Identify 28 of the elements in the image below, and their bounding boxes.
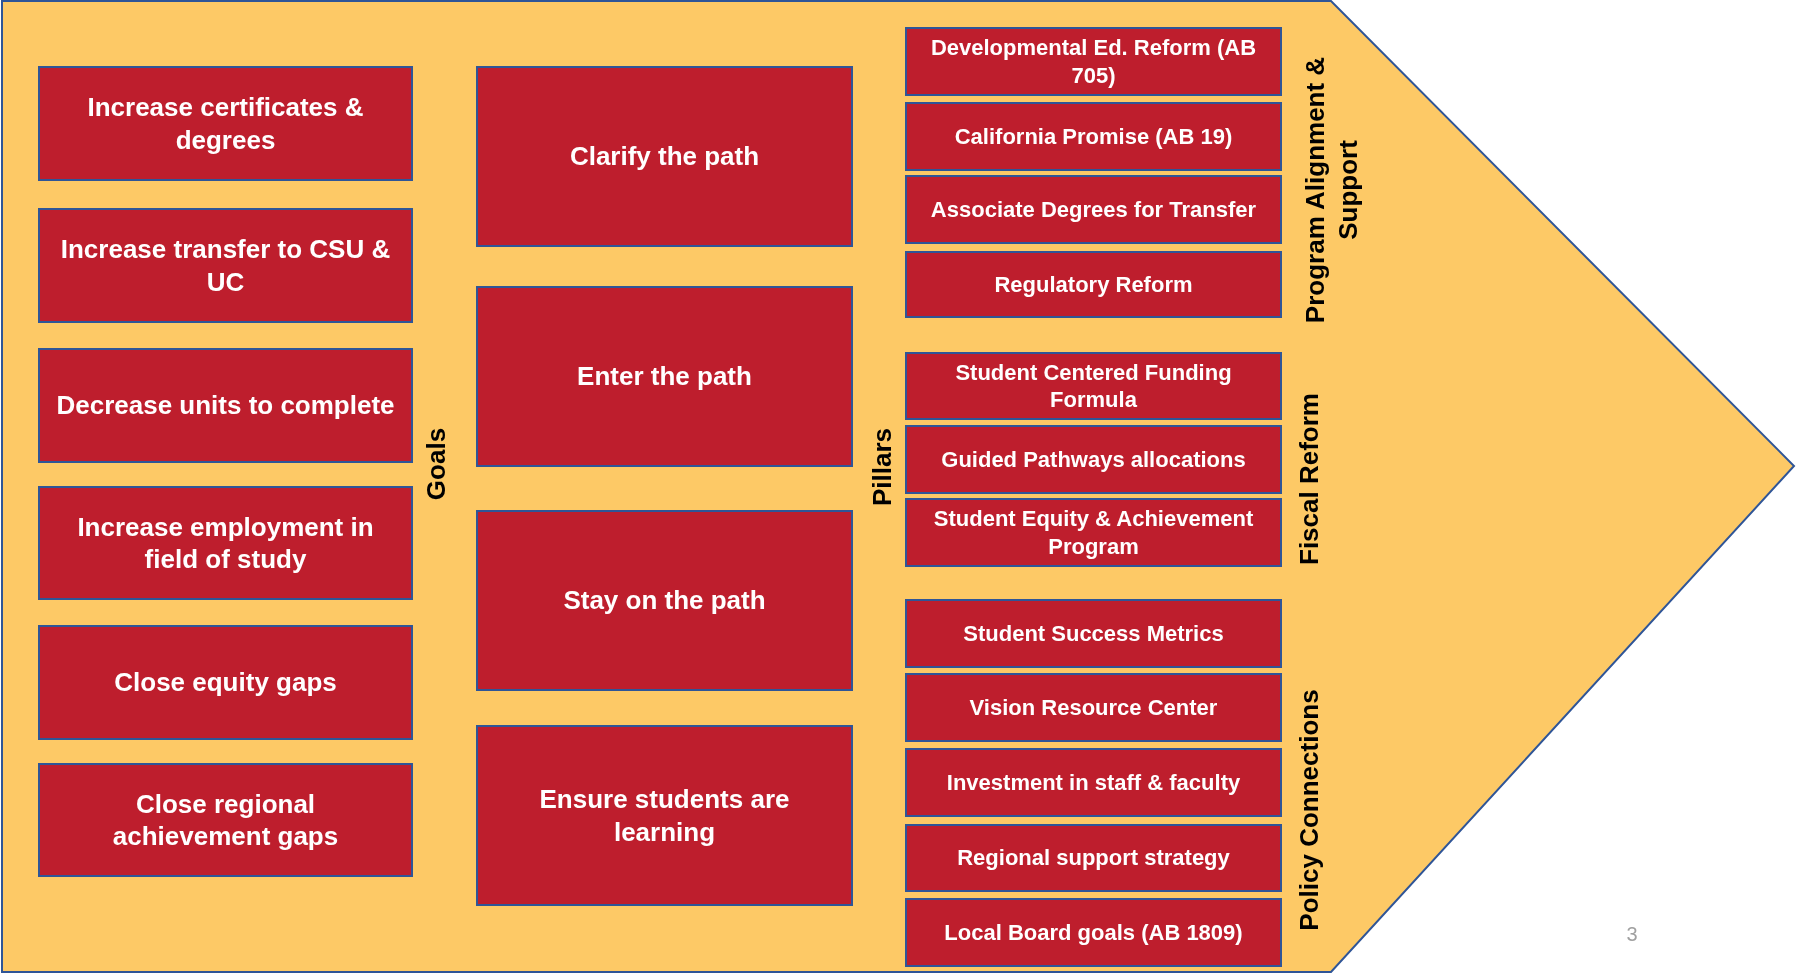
section-label: Policy Connections <box>1292 688 1325 933</box>
goal-box: Decrease units to complete <box>38 348 413 463</box>
goal-box: Regulatory Reform <box>905 251 1282 318</box>
goal-box: Close regional achievement gaps <box>38 763 413 877</box>
goal-box: Enter the path <box>476 286 853 467</box>
goal-box: Investment in staff & faculty <box>905 748 1282 817</box>
goal-box: Close equity gaps <box>38 625 413 740</box>
goal-box: Vision Resource Center <box>905 673 1282 742</box>
goal-box: Guided Pathways allocations <box>905 425 1282 494</box>
goal-box: Developmental Ed. Reform (AB 705) <box>905 27 1282 96</box>
section-label: Goals <box>419 426 452 503</box>
section-label: Fiscal Reform <box>1292 392 1325 567</box>
goal-box: Increase certificates & degrees <box>38 66 413 181</box>
goal-box: Student Equity & Achievement Program <box>905 498 1282 567</box>
goal-box: Ensure students are learning <box>476 725 853 906</box>
goal-box: Student Centered Funding Formula <box>905 352 1282 420</box>
page-number: 3 <box>1625 921 1639 947</box>
goal-box: Student Success Metrics <box>905 599 1282 668</box>
section-label: Pillars <box>865 426 898 509</box>
goal-box: Stay on the path <box>476 510 853 691</box>
goal-box: California Promise (AB 19) <box>905 102 1282 171</box>
goal-box: Clarify the path <box>476 66 853 247</box>
goal-box: Local Board goals (AB 1809) <box>905 898 1282 967</box>
goal-box: Increase employment in field of study <box>38 486 413 600</box>
goal-box: Associate Degrees for Transfer <box>905 175 1282 244</box>
goal-box: Increase transfer to CSU & UC <box>38 208 413 323</box>
section-label: Program Alignment & Support <box>1298 55 1363 325</box>
goal-box: Regional support strategy <box>905 824 1282 892</box>
